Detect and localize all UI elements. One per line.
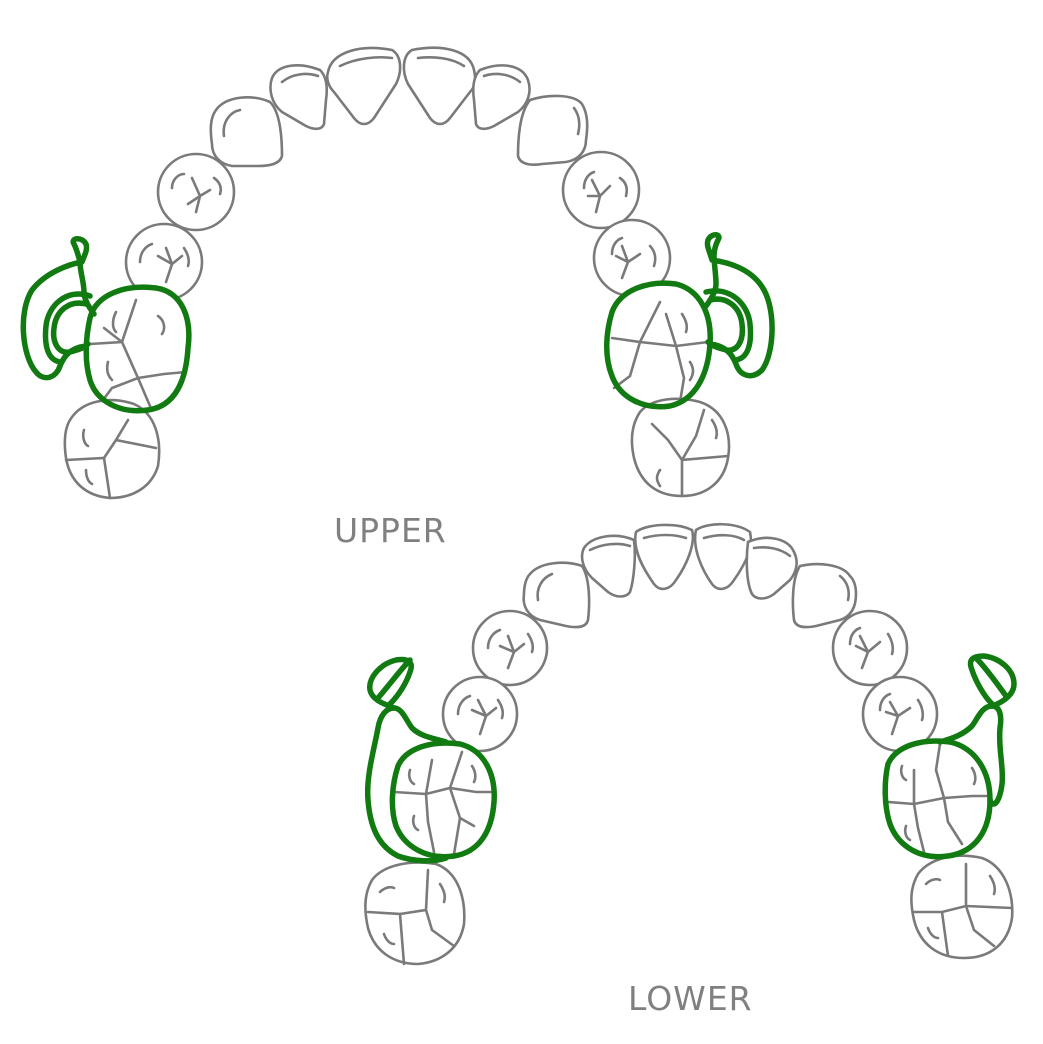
- lower-molar-groove: [899, 764, 977, 842]
- upper-incisor: [402, 46, 477, 126]
- upper-incisor-groove: [280, 72, 320, 84]
- upper-right-appliance: [603, 232, 775, 410]
- lower-canine-groove: [838, 574, 851, 602]
- upper-molar-groove: [610, 300, 710, 404]
- lower-right-appliance: [882, 653, 1017, 860]
- lower-incisor-groove: [752, 545, 792, 558]
- hook-loop: [973, 655, 1009, 699]
- upper-incisor: [471, 64, 531, 131]
- upper-premolar-groove: [186, 176, 212, 214]
- upper-canine-groove: [572, 106, 581, 136]
- upper-premolar-groove: [610, 236, 657, 268]
- lower-premolar-groove: [848, 626, 895, 656]
- lower-incisor: [580, 534, 637, 598]
- molar-band: [603, 280, 713, 410]
- upper-incisor: [325, 46, 402, 126]
- upper-premolar-groove: [614, 244, 642, 280]
- upper-incisor-groove: [416, 55, 466, 68]
- upper-premolar-groove: [138, 242, 191, 268]
- spring-wire: [703, 288, 754, 363]
- spring-wire: [50, 300, 91, 355]
- upper-molar-groove: [88, 298, 188, 408]
- lower-canine: [791, 562, 858, 629]
- upper-incisor-groove: [482, 72, 522, 84]
- upper-canine-groove: [222, 108, 242, 138]
- lower-left-appliance: [364, 656, 497, 864]
- lower-molar-groove: [366, 868, 456, 966]
- lower-premolar-groove: [884, 700, 912, 736]
- upper-molar-groove: [650, 408, 730, 498]
- lower-premolar-groove: [456, 694, 505, 720]
- lower-canine-groove: [536, 572, 554, 602]
- molar-band: [83, 284, 192, 414]
- upper-arch: UPPER: [20, 46, 775, 550]
- hook-loop: [367, 656, 414, 711]
- lower-molar-groove: [392, 750, 496, 856]
- upper-arch-label: UPPER: [334, 511, 447, 550]
- upper-premolar: [156, 152, 236, 232]
- hook-loop: [967, 653, 1017, 709]
- upper-canine: [516, 94, 589, 167]
- upper-molar-groove: [64, 418, 158, 500]
- lower-molar-groove: [407, 764, 477, 832]
- upper-incisor-groove: [338, 55, 394, 68]
- spring-wire: [705, 296, 746, 353]
- upper-left-appliance: [20, 236, 192, 414]
- lower-incisor-groove: [702, 533, 746, 542]
- upper-premolar-groove: [582, 170, 629, 198]
- lower-molar-groove: [886, 742, 992, 854]
- lower-incisor: [633, 523, 695, 591]
- lingual-wire: [364, 705, 449, 864]
- upper-premolar-groove: [586, 178, 612, 214]
- lingual-wire: [937, 703, 1006, 807]
- spring-loop: [20, 236, 97, 381]
- spring-loop: [703, 232, 775, 379]
- lower-premolar-groove: [854, 634, 882, 670]
- upper-molar-groove: [105, 310, 166, 382]
- lower-premolar: [831, 609, 909, 687]
- lower-incisor-groove: [588, 542, 632, 552]
- spring-wire: [42, 291, 93, 365]
- upper-second-molar: [630, 397, 731, 498]
- upper-canine: [209, 96, 284, 168]
- upper-premolar-groove: [170, 172, 223, 196]
- lower-premolar: [471, 609, 549, 687]
- lower-arch-label: LOWER: [628, 979, 753, 1018]
- lower-canine: [522, 561, 591, 629]
- lower-molar-groove: [912, 862, 1014, 958]
- upper-molar-groove: [680, 312, 695, 382]
- upper-second-molar: [63, 398, 161, 500]
- molar-band: [389, 740, 497, 860]
- lower-premolar-groove: [878, 692, 925, 722]
- lower-incisor-groove: [642, 533, 688, 540]
- lower-premolar-groove: [498, 634, 526, 670]
- upper-premolar: [561, 150, 641, 230]
- hook-loop: [375, 657, 413, 701]
- lower-incisor: [693, 522, 753, 591]
- lower-premolar-groove: [470, 698, 498, 736]
- lower-arch: LOWER: [364, 522, 1017, 1018]
- lower-premolar-groove: [486, 628, 535, 654]
- upper-premolar-groove: [156, 246, 184, 284]
